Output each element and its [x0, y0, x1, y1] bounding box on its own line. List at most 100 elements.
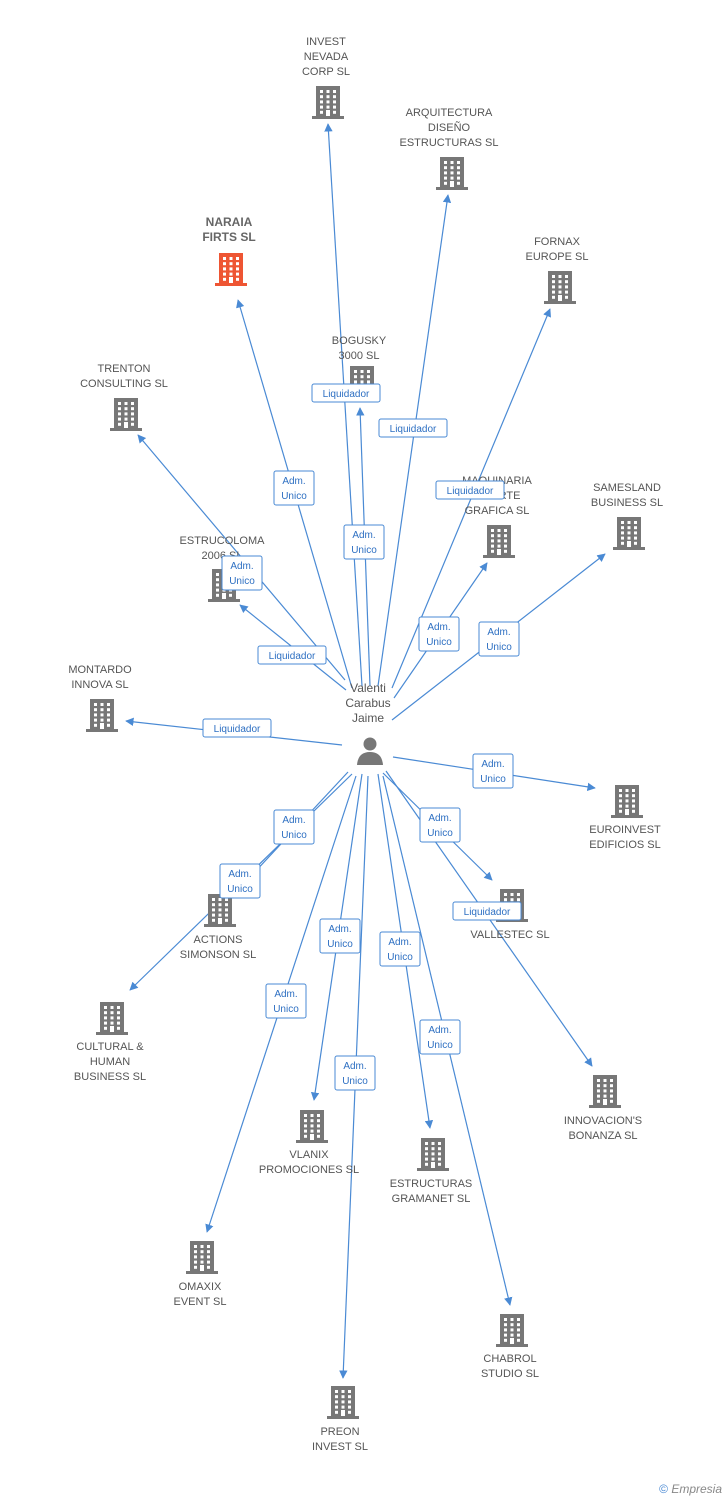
company-name-line: DISEÑO: [428, 121, 471, 134]
company-node-trenton[interactable]: TRENTON CONSULTING SL: [80, 363, 168, 431]
building-icon: [417, 1138, 449, 1171]
relation-label-naraia[interactable]: Adm.Unico: [273, 470, 315, 506]
building-icon: [483, 525, 515, 558]
brand-logo[interactable]: Empresia: [671, 1482, 722, 1496]
relation-label-innovacions[interactable]: Liquidador: [452, 901, 522, 921]
company-node-actions[interactable]: ACTIONS SIMONSON SL: [180, 894, 256, 961]
company-name-line: NARAIA: [206, 215, 253, 229]
relation-label-cultural[interactable]: Adm.Unico: [219, 863, 261, 899]
company-name[interactable]: ACTIONS SIMONSON SL: [180, 934, 256, 961]
relation-label-montardo[interactable]: Liquidador: [202, 718, 272, 738]
company-name-line: INNOVACION'S: [564, 1115, 642, 1127]
relation-text: Unico: [480, 774, 506, 785]
relation-label-arquitectura[interactable]: Liquidador: [378, 418, 448, 438]
relation-label-maquinaria[interactable]: Adm.Unico: [418, 616, 460, 652]
company-name[interactable]: CHABROL STUDIO SL: [481, 1353, 539, 1380]
relation-text: Unico: [486, 642, 512, 653]
company-node-preon[interactable]: PREON INVEST SL: [312, 1386, 368, 1453]
company-name-line: INNOVA SL: [71, 679, 128, 691]
relation-text: Unico: [281, 830, 307, 841]
company-name-line: EUROINVEST: [589, 824, 661, 836]
relation-label-vallestec[interactable]: Adm.Unico: [419, 807, 461, 843]
relation-label-trenton[interactable]: Liquidador: [257, 645, 327, 665]
company-name-line: TRENTON: [98, 363, 151, 375]
company-name[interactable]: PREON INVEST SL: [312, 1426, 368, 1453]
company-name-line: INVEST SL: [312, 1441, 368, 1453]
relation-label-actions[interactable]: Adm. Unico: [273, 809, 315, 845]
company-name-line: PREON: [320, 1426, 359, 1438]
company-name-line: CHABROL: [483, 1353, 536, 1365]
relation-text: Adm.: [428, 1025, 451, 1036]
person-name-line: Carabus: [345, 696, 390, 710]
company-name-line: MONTARDO: [68, 664, 132, 676]
relation-label-fornax[interactable]: Liquidador: [435, 480, 505, 500]
company-name-line: HUMAN: [90, 1056, 130, 1068]
company-name-line: BUSINESS SL: [591, 497, 663, 509]
building-icon: [436, 157, 468, 190]
edge-invest-nevada: [324, 123, 363, 687]
company-node-chabrol[interactable]: CHABROL STUDIO SL: [481, 1314, 539, 1380]
company-name-line: CORP SL: [302, 66, 350, 78]
relation-text: Adm.: [282, 815, 305, 826]
company-name-line: FIRTS SL: [202, 230, 255, 244]
company-name-line: BOGUSKY: [332, 335, 387, 347]
relation-label-bogusky[interactable]: Liquidador: [311, 383, 381, 403]
company-name[interactable]: MONTARDO INNOVA SL: [68, 664, 132, 691]
footer: © Empresia: [659, 1482, 722, 1496]
company-name-line: STUDIO SL: [481, 1368, 539, 1380]
relation-text: Unico: [342, 1076, 368, 1087]
relation-label-euroinvest[interactable]: Adm.Unico: [472, 753, 514, 789]
company-node-montardo[interactable]: MONTARDO INNOVA SL: [68, 664, 132, 732]
company-name[interactable]: VALLESTEC SL: [470, 929, 549, 941]
building-icon: [86, 699, 118, 732]
company-name-line: ACTIONS: [194, 934, 243, 946]
relation-text: Adm.: [487, 627, 510, 638]
relation-text: Unico: [427, 828, 453, 839]
company-name[interactable]: TRENTON CONSULTING SL: [80, 363, 168, 390]
relation-label-estrucoloma[interactable]: Adm.Unico: [221, 555, 263, 591]
company-name-line: CONSULTING SL: [80, 378, 168, 390]
relation-label-vlanix[interactable]: Adm.Unico: [319, 918, 361, 954]
relation-text: Unico: [387, 952, 413, 963]
relation-text: Liquidador: [323, 389, 370, 400]
building-icon: [204, 894, 236, 927]
relation-label-samesland[interactable]: Adm. Unico: [478, 621, 520, 657]
company-name-line: ESTRUCTURAS SL: [399, 137, 498, 149]
relation-label-chabrol[interactable]: Adm. Unico: [419, 1019, 461, 1055]
relation-text: Unico: [427, 1040, 453, 1051]
company-name-line: PROMOCIONES SL: [259, 1164, 359, 1176]
company-name-line: SIMONSON SL: [180, 949, 256, 961]
relation-label-preon[interactable]: Adm.Unico: [334, 1055, 376, 1091]
relation-label-estructuras-gramanet[interactable]: Adm. Unico: [379, 931, 421, 967]
relation-label-invest-nevada[interactable]: Adm.Unico: [343, 524, 385, 560]
relation-text: Unico: [229, 576, 255, 587]
relation-text: Adm.: [388, 937, 411, 948]
relation-label-omaxix[interactable]: Adm.Unico: [265, 983, 307, 1019]
relation-text: Adm.: [282, 476, 305, 487]
